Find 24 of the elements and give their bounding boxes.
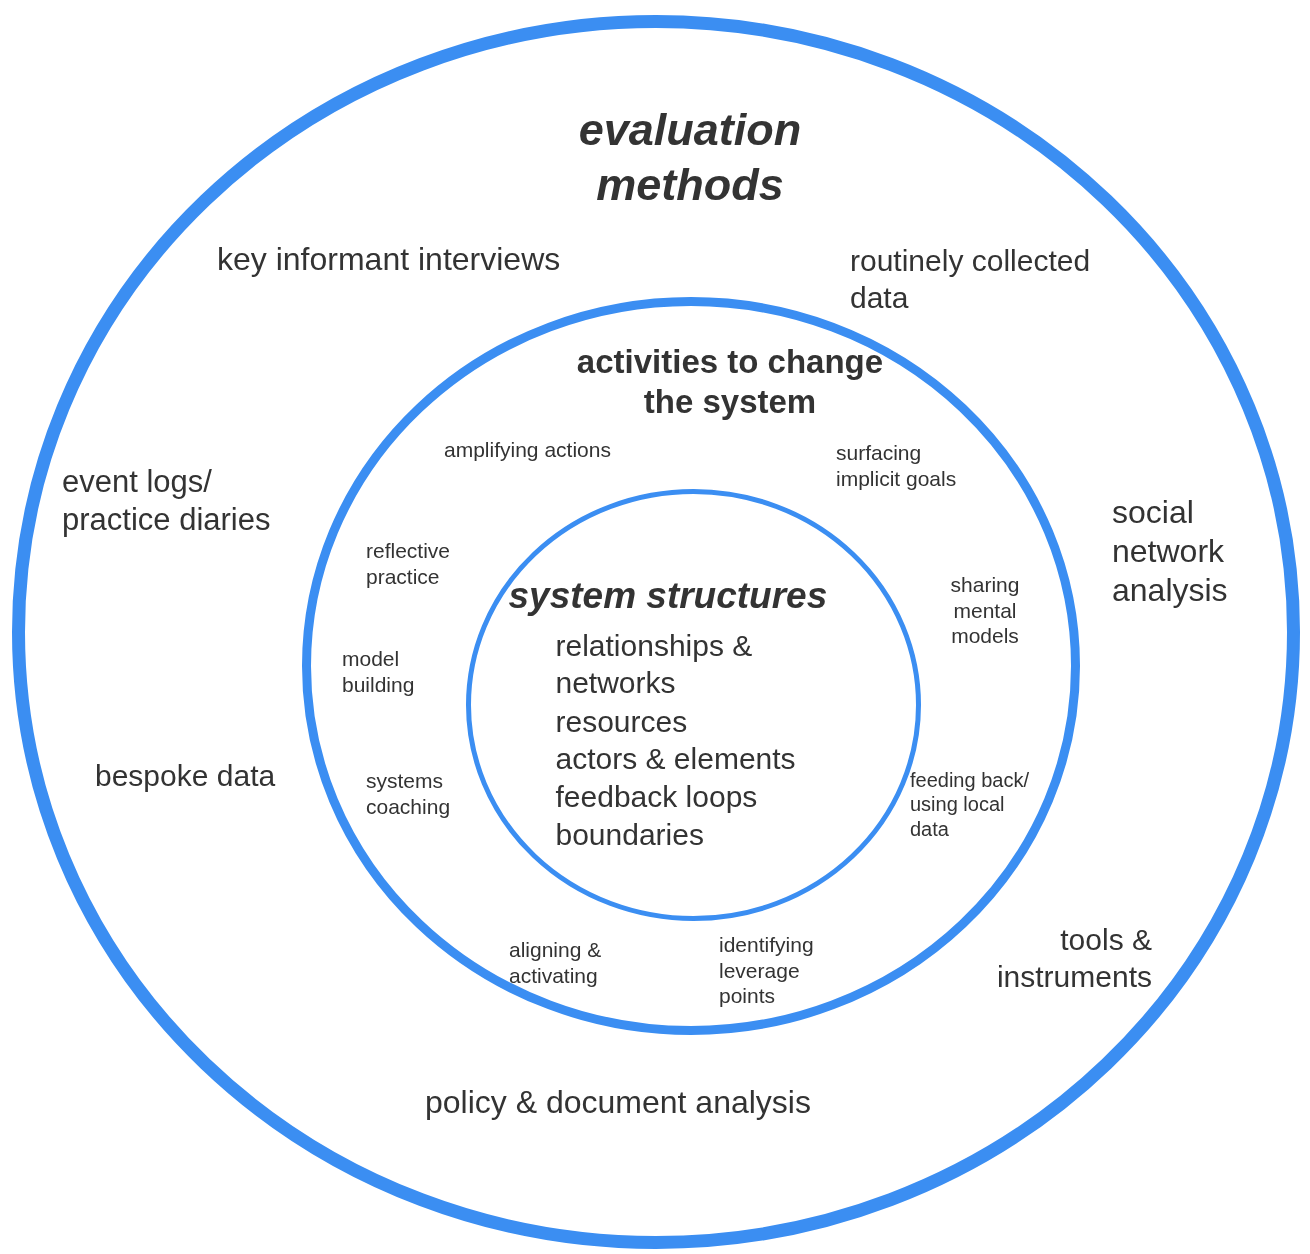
method-label: event logs/ practice diaries: [62, 463, 272, 539]
method-label: bespoke data: [95, 758, 277, 794]
method-label: social network analysis: [1112, 493, 1229, 611]
structure-label: boundaries: [555, 817, 705, 853]
activity-label: model building: [342, 646, 416, 698]
method-label: tools & instruments: [995, 922, 1152, 995]
activity-label: sharing mental models: [949, 572, 1021, 649]
activity-label: aligning & activating: [509, 937, 603, 989]
activity-label: systems coaching: [366, 768, 452, 820]
method-label: routinely collected data: [850, 243, 1092, 316]
activity-label: surfacing implicit goals: [836, 440, 958, 492]
circle-heading: evaluation methods: [577, 103, 803, 212]
outer-circle: [12, 15, 1300, 1249]
circle-heading: system structures: [508, 574, 829, 618]
structure-label: actors & elements: [555, 741, 797, 777]
activity-label: feeding back/ using local data: [910, 768, 1030, 842]
structure-label: feedback loops: [555, 779, 759, 815]
method-label: policy & document analysis: [425, 1083, 812, 1122]
activity-label: identifying leverage points: [719, 932, 815, 1009]
activity-label: reflective practice: [366, 538, 452, 590]
method-label: key informant interviews: [217, 240, 562, 279]
activity-label: amplifying actions: [444, 437, 612, 463]
structure-label: resources: [555, 704, 689, 740]
circle-heading: activities to change the system: [575, 342, 885, 423]
